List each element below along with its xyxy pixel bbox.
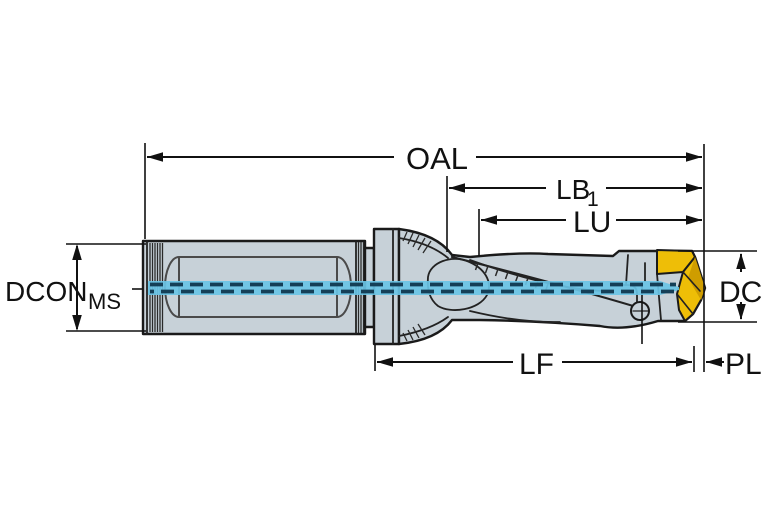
dc-arrow-up xyxy=(736,253,746,269)
lf-label: LF xyxy=(519,348,554,381)
dimension-lf: LF xyxy=(374,345,695,381)
oal-arrow-right xyxy=(686,152,702,162)
flute-bottom-curve xyxy=(469,310,561,323)
dimension-dcon: DCON MS xyxy=(5,243,146,332)
insert-shade-facet xyxy=(688,257,705,300)
lf-arrow-right xyxy=(676,357,692,367)
dimension-lb1: LB 1 xyxy=(446,174,702,252)
lb1-arrow-right xyxy=(686,183,702,193)
lu-arrow-right xyxy=(686,215,702,225)
dcon-arrow-up xyxy=(72,244,82,260)
dome-top-ticks xyxy=(402,231,432,254)
drill-drawing xyxy=(141,227,707,346)
coolant-centerline xyxy=(148,281,679,295)
lf-arrow-left xyxy=(377,357,393,367)
dc-arrow-down xyxy=(736,304,746,320)
dcon-label-subscript: MS xyxy=(88,289,121,314)
dimension-dc: DC xyxy=(678,250,762,323)
lu-label: LU xyxy=(573,206,611,239)
dcon-arrow-down xyxy=(72,315,82,331)
oal-label: OAL xyxy=(406,141,468,176)
lb1-label: LB xyxy=(556,174,590,205)
lu-arrow-left xyxy=(481,215,497,225)
pl-label: PL xyxy=(725,348,762,381)
pl-arrow-left xyxy=(706,357,722,367)
oal-arrow-left xyxy=(147,152,163,162)
dimension-pl: PL xyxy=(706,348,762,381)
flute-head-line xyxy=(625,254,629,286)
lb1-arrow-left xyxy=(449,183,465,193)
dc-label: DC xyxy=(719,276,762,309)
dimension-lu: LU xyxy=(478,206,702,256)
lb1-label-subscript: 1 xyxy=(587,188,599,211)
dome-bottom-ticks xyxy=(402,323,426,342)
insert-edge-lines xyxy=(676,271,701,315)
dimension-oal: OAL xyxy=(144,141,705,372)
dcon-label: DCON xyxy=(5,276,87,307)
